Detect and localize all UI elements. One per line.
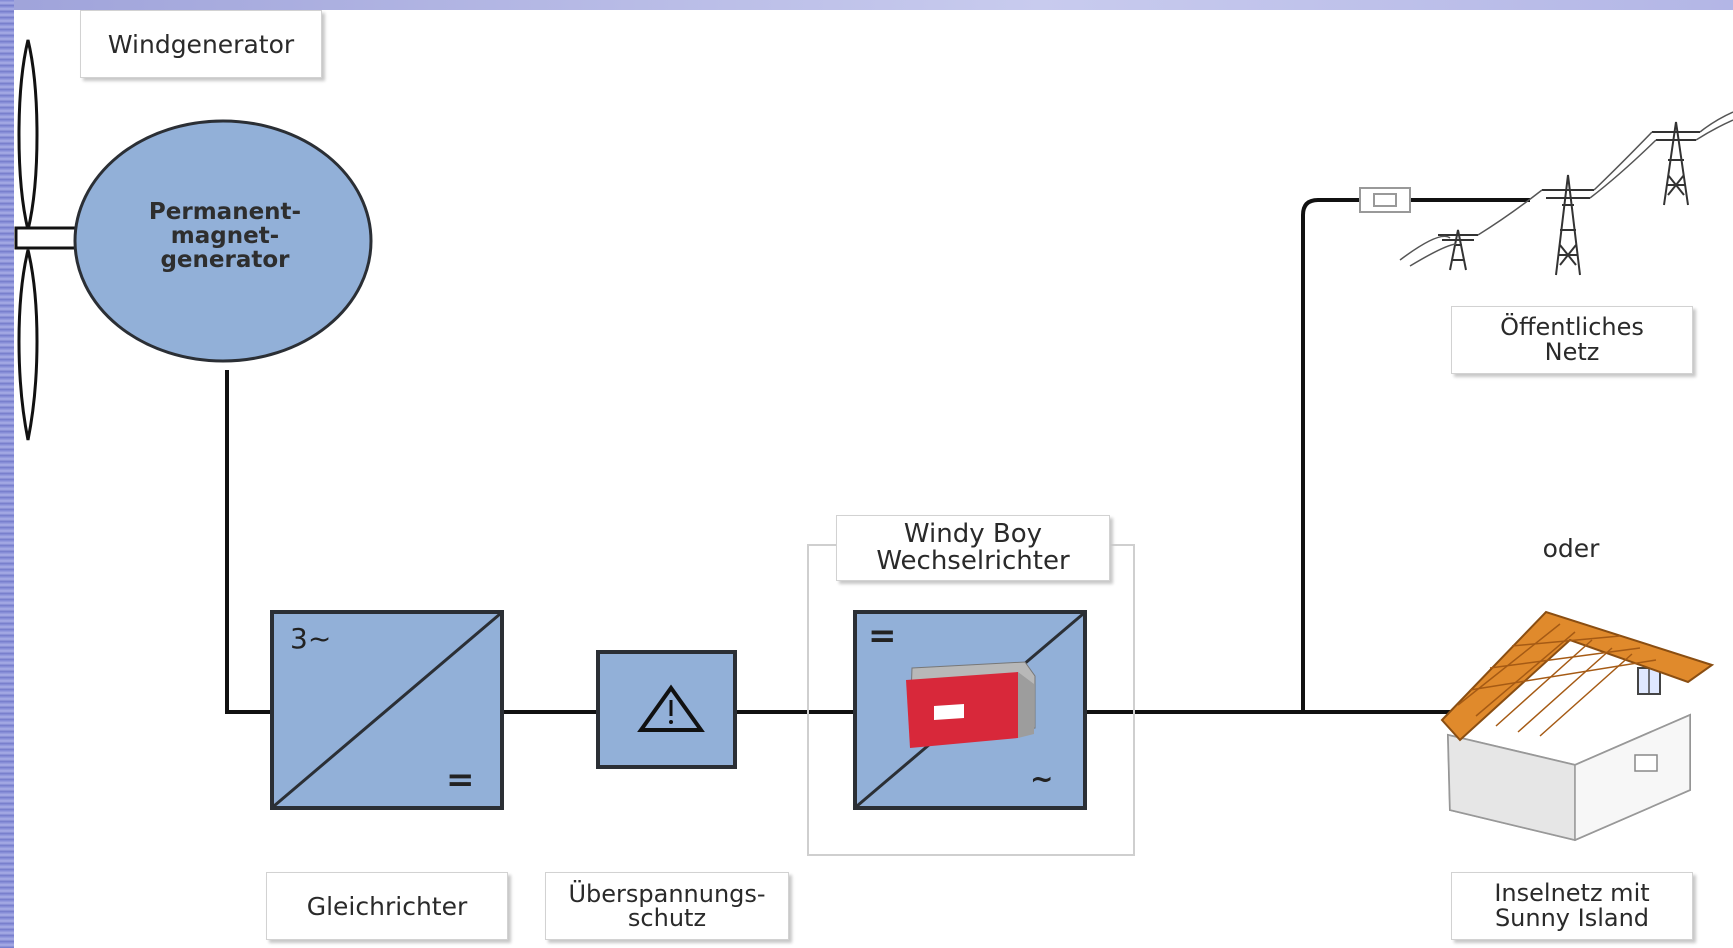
generator-label: Permanent- magnet- generator — [148, 199, 302, 274]
surge-protection-label: Überspannungs- schutz — [545, 872, 789, 940]
house-icon — [1440, 610, 1715, 842]
inverter-dc-symbol: = — [868, 616, 897, 656]
line-to-public-grid — [1301, 198, 1530, 712]
rectifier-block — [270, 610, 504, 810]
power-tower-icon — [1359, 111, 1733, 276]
rectifier-ac-symbol: 3~ — [290, 622, 332, 655]
inverter-label: Windy Boy Wechselrichter — [836, 515, 1110, 581]
warning-triangle-icon — [637, 684, 705, 732]
rectifier-dc-symbol: = — [446, 760, 475, 800]
surge-protection-block — [596, 650, 737, 769]
or-label: oder — [1542, 534, 1600, 563]
inverter-ac-symbol: ~ — [1030, 762, 1054, 795]
rectifier-label: Gleichrichter — [266, 872, 508, 940]
public-grid-label: Öffentliches Netz — [1451, 306, 1693, 374]
permanent-magnet-generator — [73, 119, 373, 363]
slide-frame-top — [0, 0, 1733, 10]
wind-turbine-blades-icon — [14, 39, 82, 441]
connection-lines — [225, 198, 1530, 714]
line-generator-to-rectifier — [225, 370, 272, 714]
windy-boy-device-icon — [906, 661, 1036, 748]
wind-generator-label: Windgenerator — [80, 10, 322, 78]
island-grid-label: Inselnetz mit Sunny Island — [1451, 872, 1693, 940]
slide-frame-left — [0, 0, 14, 948]
